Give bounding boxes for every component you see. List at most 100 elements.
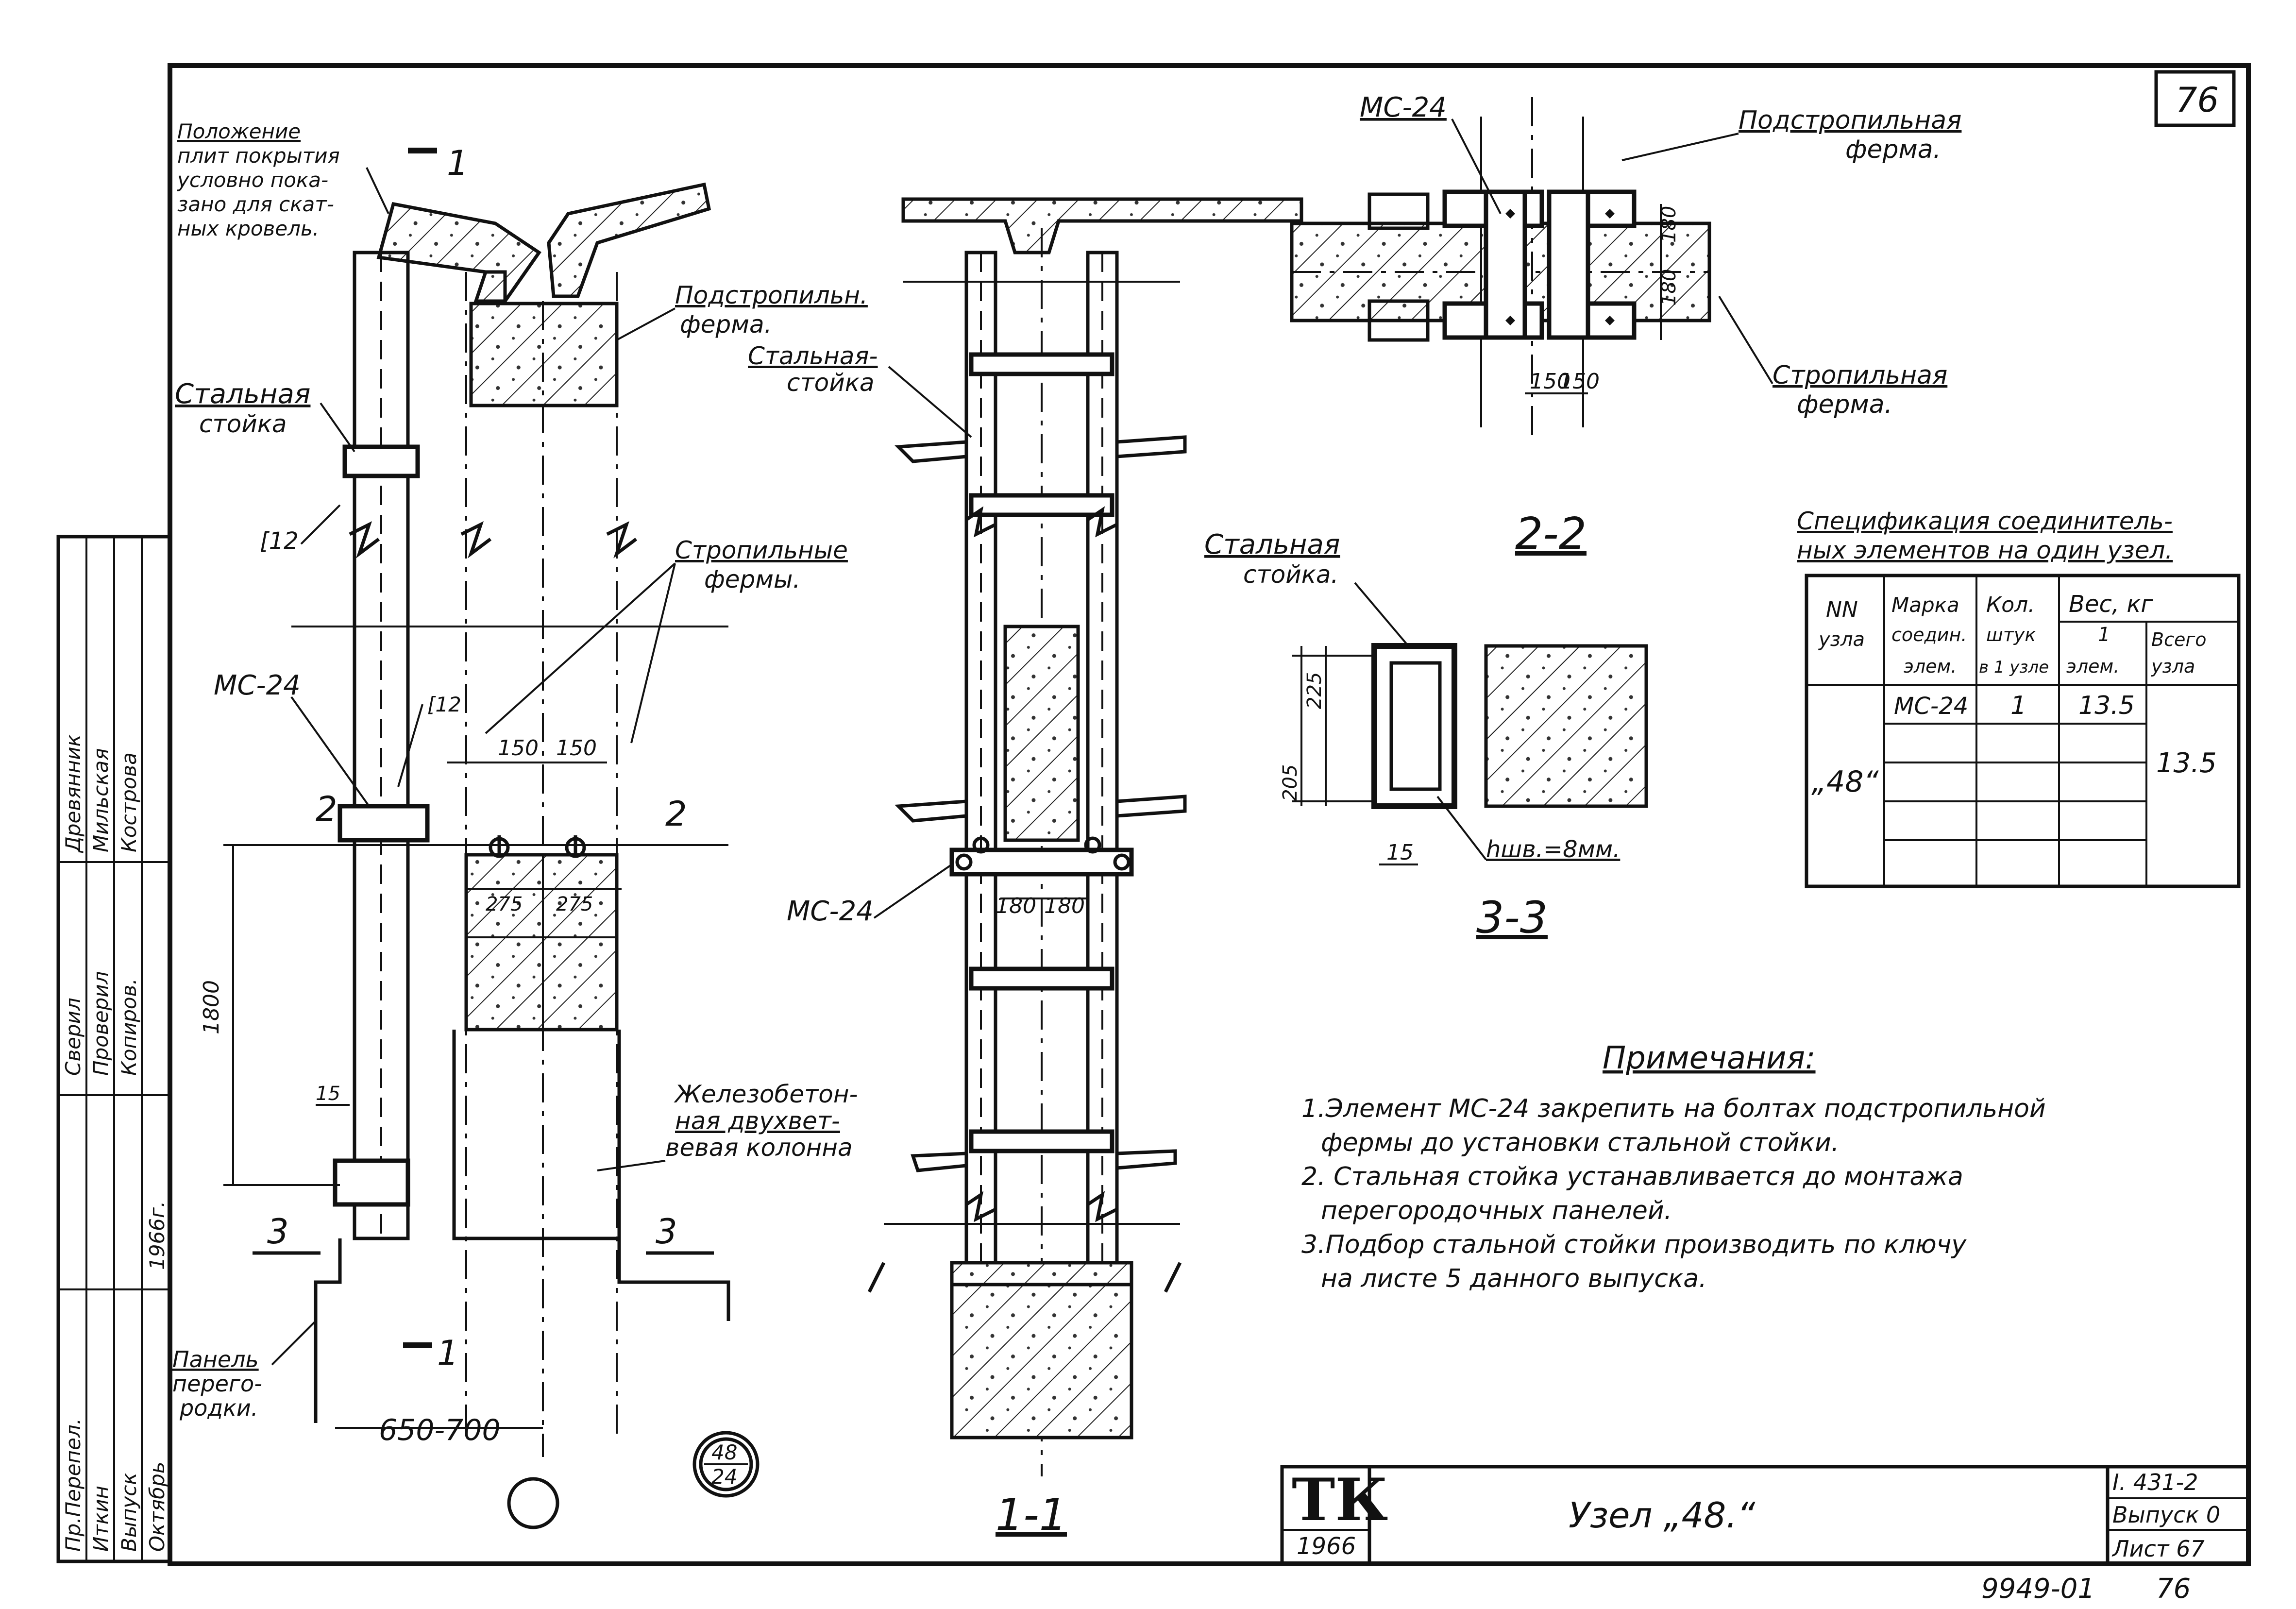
spec-h-total-2: узла — [2151, 656, 2195, 677]
label-c12-a: [12 — [260, 527, 299, 555]
label-panel-1: Панель — [172, 1346, 259, 1372]
roof-note-1: Положение — [177, 119, 301, 143]
section-3-left: 3 — [267, 1212, 289, 1252]
section-1-bottom: 1 — [437, 1333, 459, 1373]
v22-subtruss-2: ферма. — [1845, 135, 1941, 164]
label-trusses-1: Стропильные — [675, 536, 848, 564]
title-year: 1966 — [1297, 1533, 1356, 1560]
view-2-2: 150 150 180 180 2-2 МС-24 Подстропильная… — [1290, 92, 1961, 559]
v33-dim-225: 225 — [1303, 672, 1326, 709]
stamp-row-1: Пр.Перепел. — [61, 1418, 85, 1552]
label-subtruss-2: ферма. — [680, 310, 772, 339]
sheet-number-box — [2154, 70, 2236, 127]
v33-weld: hшв.=8мм. — [1486, 836, 1620, 863]
view-3-3: 205 225 15 hшв.=8мм. 3-3 Стальная стойка… — [1204, 529, 1648, 943]
title-block: ТК 1966 Узел „48.“ I. 431-2 Выпуск 0 Лис… — [1280, 1465, 2250, 1566]
label-panel-3: родки. — [179, 1395, 258, 1421]
v22-mc24: МС-24 — [1360, 92, 1447, 123]
label-steel-post-1: Стальная — [175, 378, 310, 410]
spec-h-mark-3: элем. — [1904, 656, 1957, 677]
section-2-left: 2 — [316, 789, 338, 829]
v22-dim-150-a: 150 — [1530, 369, 1570, 394]
spec-h-mark-2: соедин. — [1891, 624, 1967, 645]
spec-h-qty-3: в 1 узле — [1979, 658, 2049, 677]
spec-node: „48“ — [1811, 765, 1879, 799]
title-series: I. 431-2 — [2112, 1469, 2198, 1495]
v22-title: 2-2 — [1515, 508, 1587, 559]
node-badge-top: 48 — [711, 1440, 737, 1464]
label-subtruss-1: Подстропильн. — [675, 281, 868, 309]
spec-h-nn-2: узла — [1818, 628, 1865, 651]
v22-subtruss-1: Подстропильная — [1739, 106, 1961, 135]
v22-dim-180-a: 180 — [1658, 206, 1680, 243]
spec-h-nn-1: NN — [1826, 597, 1858, 622]
spec-title-1: Спецификация соединитель- — [1797, 507, 2173, 535]
dim-150-a: 150 — [498, 736, 539, 761]
spec-h-one-1: 1 — [2098, 624, 2110, 646]
stamp-row-3: Выпуск — [117, 1473, 141, 1552]
label-mc24: МС-24 — [214, 670, 301, 701]
stamp-row-9: Мильская — [89, 748, 113, 852]
stamp-row-6: Проверил — [89, 971, 113, 1076]
stamp-column: Пр.Перепел. Иткин Выпуск Октябрь Сверил … — [56, 535, 172, 1563]
left-elevation: 150 150 275 275 1800 15 650-700 1 1 2 2 … — [199, 143, 760, 1529]
dim-275-b: 275 — [556, 893, 593, 915]
roof-note-3: условно пока- — [176, 168, 328, 192]
stamp-row-11: 1966г. — [145, 1201, 169, 1270]
roof-note-2: плит покрытия — [177, 144, 340, 168]
left-labels: Положение плит покрытия условно пока- за… — [172, 119, 868, 1421]
v11-steel-post-2: стойка — [787, 369, 875, 397]
spec-h-total-1: Всего — [2151, 629, 2207, 650]
section-2-right: 2 — [665, 794, 687, 834]
v11-title: 1-1 — [996, 1490, 1067, 1541]
v33-steel-post-2: стойка. — [1243, 560, 1338, 589]
label-c12-b: [12 — [427, 693, 461, 716]
label-column-2: ная двухвет- — [675, 1107, 840, 1135]
spec-mark: МС-24 — [1894, 693, 1968, 720]
bottom-page: 76 — [2156, 1573, 2191, 1605]
v33-steel-post-1: Стальная — [1204, 529, 1340, 560]
v11-steel-post-1: Стальная- — [748, 342, 878, 370]
title-issue: Выпуск 0 — [2112, 1502, 2220, 1528]
spec-weight-total: 13.5 — [2156, 747, 2217, 779]
sheet-corner-number: 76 — [2176, 80, 2219, 120]
view-1-1: 180 180 1-1 Стальная- стойка МС-24 — [748, 197, 1303, 1541]
notes-title: Примечания: — [1603, 1040, 1816, 1076]
dim-15: 15 — [316, 1083, 340, 1105]
spec-qty: 1 — [2010, 691, 2026, 720]
note-line-3: 2. Стальная стойка устанавливается до мо… — [1301, 1162, 1963, 1191]
stamp-row-5: Сверил — [61, 998, 85, 1076]
title-logo: ТК — [1292, 1466, 1388, 1534]
v22-rafter-1: Стропильная — [1773, 361, 1947, 390]
note-line-5: 3.Подбор стальной стойки производить по … — [1301, 1230, 1967, 1259]
notes: Примечания: 1.Элемент МС-24 закрепить на… — [1301, 1040, 2046, 1293]
note-line-4: перегородочных панелей. — [1321, 1196, 1672, 1225]
node-badge-bottom: 24 — [711, 1465, 737, 1489]
stamp-row-4: Октябрь — [145, 1462, 169, 1552]
v33-title: 3-3 — [1476, 892, 1548, 943]
spec-title-2: ных элементов на один узел. — [1797, 536, 2173, 564]
section-1-top: 1 — [447, 143, 469, 183]
stamp-row-2: Иткин — [89, 1486, 113, 1552]
label-panel-2: перего- — [172, 1371, 262, 1397]
dim-275-a: 275 — [486, 893, 523, 915]
spec-table: Спецификация соединитель- ных элементов … — [1797, 507, 2241, 888]
title-sheet: Лист 67 — [2111, 1536, 2205, 1562]
v11-dim-180-b: 180 — [1044, 894, 1085, 918]
bottom-code: 9949-01 — [1981, 1573, 2095, 1605]
spec-h-mark-1: Марка — [1891, 593, 1959, 617]
v22-dim-150-b: 150 — [1559, 369, 1600, 394]
stamp-row-10: Кострова — [117, 752, 141, 852]
stamp-row-8: Древянник — [61, 734, 85, 853]
note-line-1: 1.Элемент МС-24 закрепить на болтах подс… — [1301, 1094, 2046, 1123]
note-line-6: на листе 5 данного выпуска. — [1321, 1264, 1707, 1293]
spec-h-qty-1: Кол. — [1986, 593, 2035, 617]
dim-1800: 1800 — [199, 980, 224, 1034]
roof-note-5: ных кровель. — [177, 217, 319, 240]
label-steel-post-2: стойка — [199, 410, 287, 438]
v33-dim-205: 205 — [1279, 764, 1301, 801]
v22-rafter-2: ферма. — [1797, 390, 1892, 419]
spec-h-one-2: элем. — [2066, 656, 2119, 677]
spec-weight-one: 13.5 — [2078, 691, 2135, 720]
